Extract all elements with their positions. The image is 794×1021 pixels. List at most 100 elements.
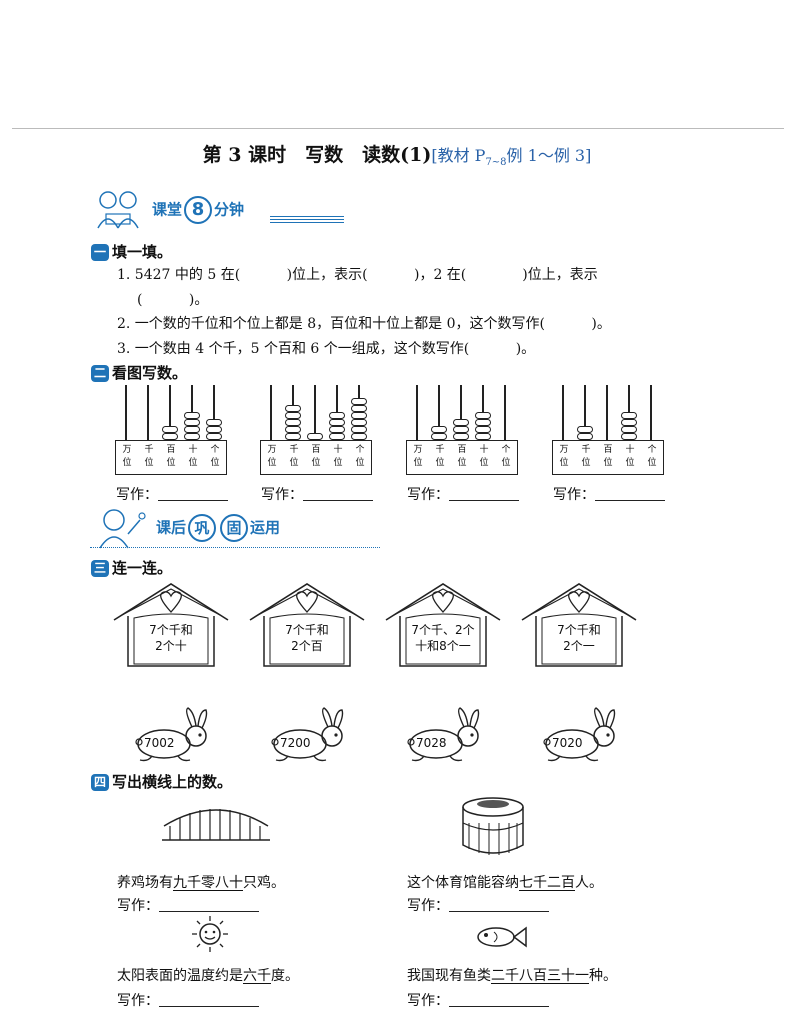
abacus-rod bbox=[606, 385, 608, 441]
place-label: 千位 bbox=[581, 445, 591, 468]
item-fish: 我国现有鱼类二千八百三十一种。 bbox=[407, 968, 617, 984]
item-chickens: 养鸡场有九千零八十只鸡。 bbox=[117, 875, 285, 891]
place-label: 个位 bbox=[355, 445, 365, 468]
abacus-rod bbox=[438, 385, 440, 441]
rabbit-2[interactable]: 7200 bbox=[270, 706, 352, 764]
abacus-bead bbox=[162, 433, 178, 440]
question-2: 2. 一个数的千位和个位上都是 8，百位和十位上都是 0，这个数写作( )。 bbox=[117, 316, 611, 332]
write-fish: 写作： bbox=[407, 990, 549, 1010]
place-label: 十位 bbox=[188, 445, 198, 468]
house-3[interactable]: 7个千、2个十和8个一 bbox=[384, 580, 502, 670]
abacus-bead bbox=[621, 426, 637, 433]
abacus-rod bbox=[125, 385, 127, 441]
abacus-bead bbox=[351, 433, 367, 440]
abacus-bead bbox=[206, 419, 222, 426]
abacus-frame: 万位千位百位十位个位 bbox=[115, 440, 227, 475]
place-label: 千位 bbox=[435, 445, 445, 468]
answer-line[interactable] bbox=[303, 500, 373, 501]
place-label: 百位 bbox=[603, 445, 613, 468]
stadium-icon bbox=[462, 797, 524, 855]
write-answer-4: 写作： bbox=[553, 484, 665, 504]
answer-line[interactable] bbox=[158, 500, 228, 501]
abacus-bead bbox=[307, 433, 323, 440]
top-rule bbox=[12, 128, 784, 129]
abacus-rod bbox=[169, 385, 171, 441]
girl-waving-icon bbox=[99, 509, 146, 549]
place-label: 万位 bbox=[267, 445, 277, 468]
rabbit-icon bbox=[135, 707, 208, 762]
question-1-cont: ( )。 bbox=[137, 292, 209, 308]
answer-line[interactable] bbox=[595, 500, 665, 501]
abacus-bead bbox=[206, 426, 222, 433]
abacus-bead bbox=[184, 412, 200, 419]
question-1: 1. 5427 中的 5 在( )位上，表示( )，2 在( )位上，表示 bbox=[117, 267, 598, 283]
place-label: 千位 bbox=[289, 445, 299, 468]
abacus-rod bbox=[147, 385, 149, 441]
abacus-bead bbox=[577, 433, 593, 440]
abacus-bead bbox=[431, 433, 447, 440]
abacus-rod bbox=[650, 385, 652, 441]
answer-line[interactable] bbox=[159, 1006, 259, 1007]
badge-eight: 8 bbox=[184, 196, 213, 224]
write-answer-2: 写作： bbox=[261, 484, 373, 504]
rabbit-4[interactable]: 7020 bbox=[542, 706, 624, 764]
abacus-bead bbox=[285, 433, 301, 440]
abacus-rod bbox=[213, 385, 215, 441]
abacus-bead bbox=[184, 426, 200, 433]
abacus-bead bbox=[329, 412, 345, 419]
write-stadium: 写作： bbox=[407, 895, 549, 915]
abacus-bead bbox=[453, 433, 469, 440]
abacus-rod bbox=[562, 385, 564, 441]
write-chickens: 写作： bbox=[117, 895, 259, 915]
abacus-bead bbox=[475, 426, 491, 433]
rabbit-icon bbox=[543, 707, 616, 762]
abacus-bead bbox=[577, 426, 593, 433]
rabbit-number: 7200 bbox=[280, 736, 311, 750]
abacus-bead bbox=[475, 412, 491, 419]
abacus-3: 万位千位百位十位个位 bbox=[406, 385, 518, 475]
abacus-rod bbox=[314, 385, 316, 441]
answer-line[interactable] bbox=[449, 911, 549, 912]
abacus-bead bbox=[184, 433, 200, 440]
chicken-farm-icon bbox=[162, 809, 270, 841]
abacus-rod bbox=[504, 385, 506, 441]
abacus-bead bbox=[184, 419, 200, 426]
abacus-bead bbox=[329, 433, 345, 440]
abacus-bead bbox=[621, 412, 637, 419]
abacus-4: 万位千位百位十位个位 bbox=[552, 385, 664, 475]
rabbit-3[interactable]: 7028 bbox=[406, 706, 488, 764]
abacus-bead bbox=[351, 405, 367, 412]
answer-line[interactable] bbox=[449, 1006, 549, 1007]
section-2-heading: 二看图写数。 bbox=[91, 362, 187, 383]
place-label: 百位 bbox=[311, 445, 321, 468]
item-stadium: 这个体育馆能容纳七千二百人。 bbox=[407, 875, 603, 891]
place-label: 个位 bbox=[647, 445, 657, 468]
abacus-bead bbox=[475, 419, 491, 426]
banner-after-class: 课后巩固运用 bbox=[90, 506, 386, 550]
abacus-bead bbox=[351, 426, 367, 433]
item-sun: 太阳表面的温度约是六千度。 bbox=[117, 968, 299, 984]
abacus-rod bbox=[270, 385, 272, 441]
answer-line[interactable] bbox=[159, 911, 259, 912]
place-label: 个位 bbox=[210, 445, 220, 468]
abacus-bead bbox=[621, 433, 637, 440]
abacus-bead bbox=[285, 412, 301, 419]
house-outline bbox=[113, 583, 229, 667]
answer-line[interactable] bbox=[449, 500, 519, 501]
place-label: 十位 bbox=[479, 445, 489, 468]
children-reading-icon bbox=[97, 191, 139, 229]
place-label: 百位 bbox=[457, 445, 467, 468]
section-3-heading: 三连一连。 bbox=[91, 557, 172, 578]
rabbit-1[interactable]: 7002 bbox=[134, 706, 216, 764]
rabbit-number: 7002 bbox=[144, 736, 175, 750]
abacus-rod bbox=[584, 385, 586, 441]
abacus-bead bbox=[351, 419, 367, 426]
abacus-frame: 万位千位百位十位个位 bbox=[406, 440, 518, 475]
abacus-bead bbox=[453, 419, 469, 426]
rabbit-icon bbox=[407, 707, 480, 762]
place-label: 万位 bbox=[559, 445, 569, 468]
